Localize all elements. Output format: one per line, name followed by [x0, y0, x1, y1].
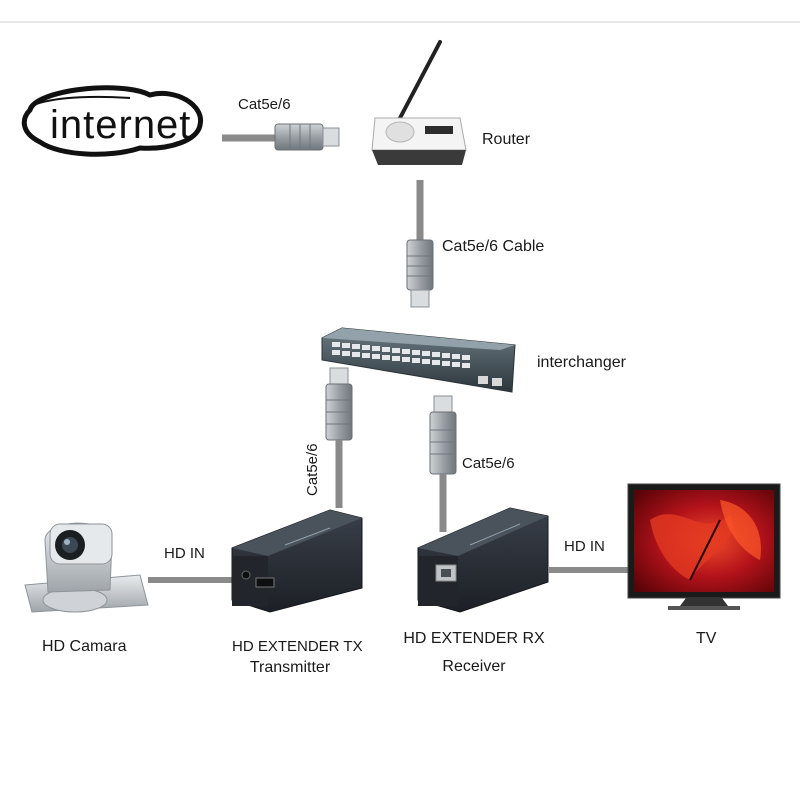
switch-label: interchanger [537, 354, 626, 371]
hd-extender-rx-icon [417, 507, 549, 613]
tx-label-line2: Transmitter [249, 659, 331, 676]
link-label-rx-tv: HD IN [564, 538, 605, 555]
tv-icon [627, 483, 781, 610]
router-label: Router [482, 131, 531, 148]
hd-camera-icon [24, 522, 149, 613]
internet-cloud-icon [21, 85, 203, 157]
cable-switch-rx [429, 395, 457, 532]
link-label-switch-rx: Cat5e/6 [462, 455, 515, 472]
hd-extender-tx-icon [231, 509, 363, 613]
cable-switch-tx [325, 367, 353, 508]
switch-icon [321, 327, 516, 393]
link-label-switch-tx: Cat5e/6 [304, 443, 321, 496]
router-icon [371, 40, 467, 165]
link-label-internet-router: Cat5e/6 [238, 96, 291, 113]
tx-label-line1: HD EXTENDER TX [232, 638, 363, 655]
camera-label: HD Camara [42, 638, 127, 655]
link-label-camera-tx: HD IN [164, 545, 205, 562]
rx-label-line2: Receiver [442, 658, 506, 675]
link-label-router-switch: Cat5e/6 Cable [442, 238, 545, 255]
tv-label: TV [696, 630, 717, 647]
cable-router-switch [406, 180, 434, 308]
internet-label: internet [50, 103, 192, 147]
rx-label-line1: HD EXTENDER RX [403, 630, 545, 647]
cable-internet-router [222, 123, 340, 151]
